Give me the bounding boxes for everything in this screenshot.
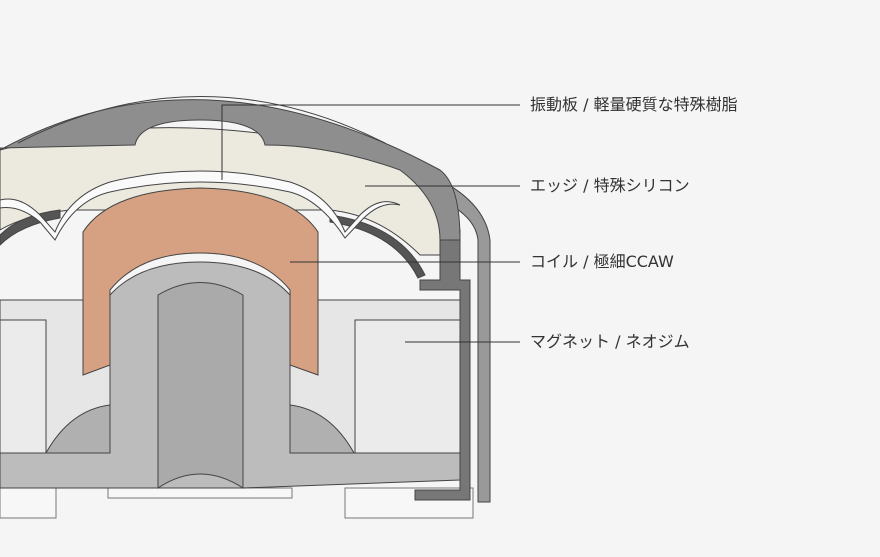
magnet-left-face (0, 319, 47, 456)
pole-center (157, 282, 244, 489)
edge-dark-ring-left (0, 209, 61, 246)
label-edge: エッジ / 特殊シリコン (530, 176, 690, 195)
label-diaphragm: 振動板 / 軽量硬質な特殊樹脂 (530, 95, 738, 114)
diaphragm-dome (0, 170, 401, 241)
label-coil: コイル / 極細CCAW (530, 252, 674, 271)
leader-diaphragm (221, 104, 520, 180)
bottom-ring-left (0, 487, 57, 519)
bottom-cap (107, 487, 293, 499)
magnet-right-face (354, 319, 461, 456)
cover-inner-line (17, 96, 386, 144)
label-magnet: マグネット / ネオジム (530, 332, 690, 351)
